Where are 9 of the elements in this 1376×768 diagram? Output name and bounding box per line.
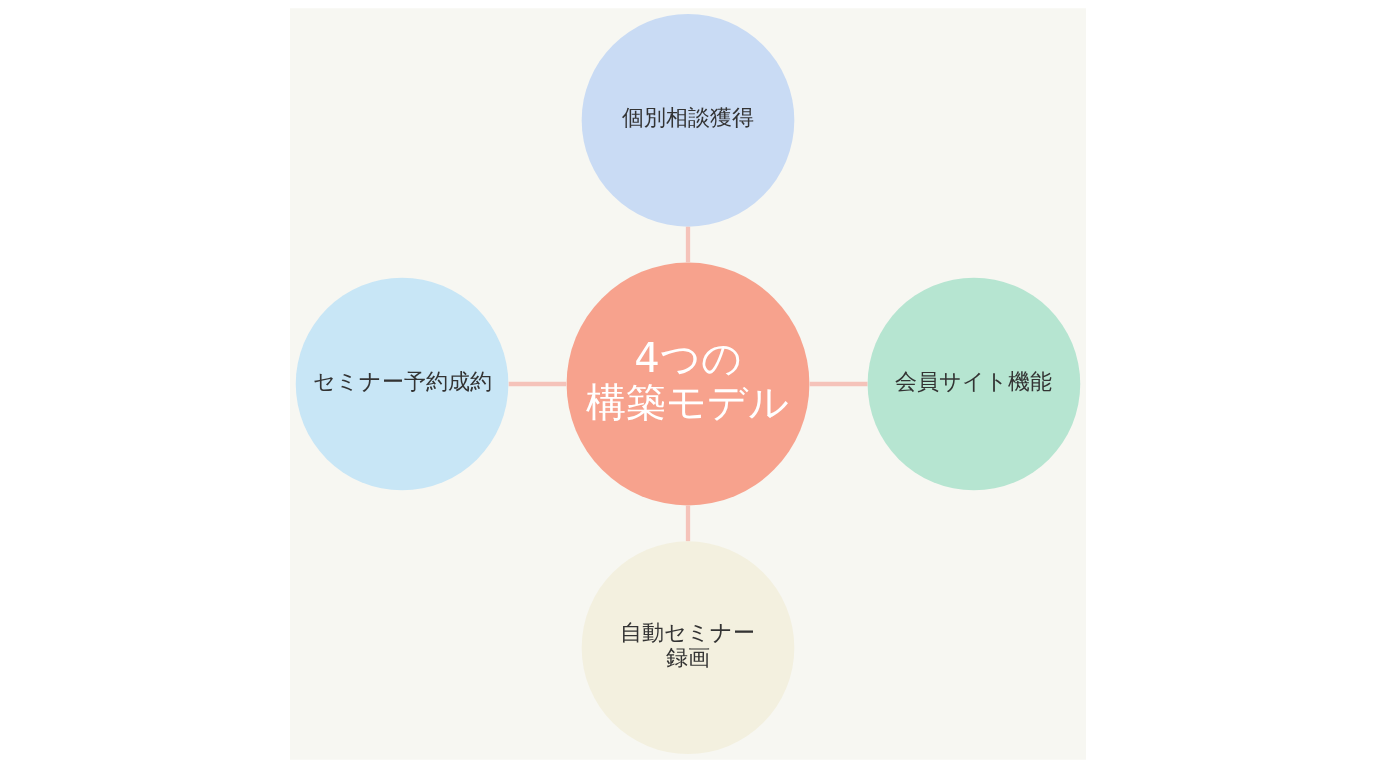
- connector: [508, 381, 567, 387]
- connector: [685, 505, 691, 542]
- node-circle: セミナー予約成約: [295, 277, 509, 491]
- node-circle: 個別相談獲得: [581, 14, 795, 227]
- node-circle: 自動セミナー録画: [581, 541, 795, 754]
- connector: [685, 226, 691, 263]
- connector: [809, 381, 868, 387]
- node-circle: 4つの構築モデル: [566, 262, 810, 506]
- node-circle: 会員サイト機能: [867, 277, 1081, 491]
